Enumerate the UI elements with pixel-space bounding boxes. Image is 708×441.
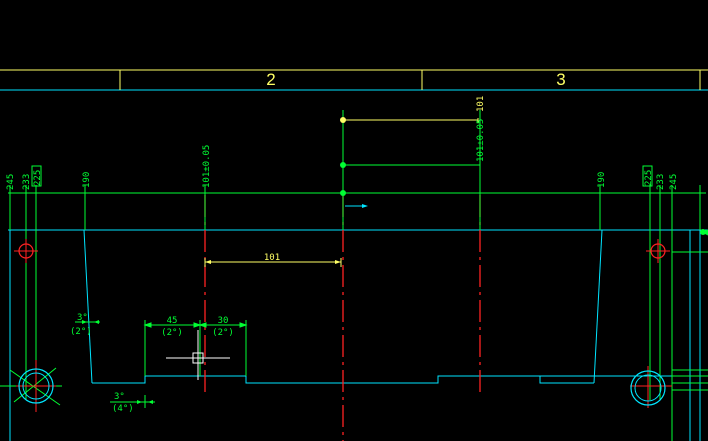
grid-cell-3: 3 xyxy=(556,70,566,89)
dim-30: 30 xyxy=(218,316,229,326)
dim-190-left: 190 xyxy=(82,172,92,188)
baseline-dimension[interactable] xyxy=(8,117,706,208)
dim-245-left: 245 xyxy=(6,174,16,190)
dim-190-right: 190 xyxy=(597,172,607,188)
bolt-hole-icon[interactable] xyxy=(14,239,38,263)
dim-101-top: 101 xyxy=(476,96,486,112)
dim-101-horizontal-group[interactable]: 101 xyxy=(204,253,342,267)
angle-bottom-sub: (4°) xyxy=(112,404,134,414)
right-edge-markers xyxy=(672,229,708,391)
bolt-hole-icon[interactable] xyxy=(0,360,62,412)
dim-101-tol-left: 101±0.05 xyxy=(202,145,212,188)
angle-left: 3° xyxy=(77,313,88,323)
dim-233-right: 233 xyxy=(656,174,666,190)
dim-45-30-group[interactable] xyxy=(143,320,248,376)
left-dimension-texts: 245 233 225 190 101±0.05 xyxy=(6,145,212,190)
center-lines xyxy=(204,195,481,441)
angle-bottom: 3° xyxy=(114,392,125,402)
dim-45: 45 xyxy=(167,316,178,326)
dim-233-left: 233 xyxy=(22,174,32,190)
bolt-hole-icon[interactable] xyxy=(646,239,670,263)
crosshair-pickbox-icon[interactable] xyxy=(166,330,230,380)
top-dimension-texts: 101 101±0.05 xyxy=(476,96,486,162)
grid-header xyxy=(0,69,708,91)
dim-101-tol-right: 101±0.05 xyxy=(476,119,486,162)
dim-225-left: 225 xyxy=(33,170,43,186)
dim-30-sub: (2°) xyxy=(212,328,234,338)
dim-225-right: 225 xyxy=(644,170,654,186)
dim-45-sub: (2°) xyxy=(161,328,183,338)
bolt-hole-icon[interactable] xyxy=(630,366,672,408)
dim-101-horizontal: 101 xyxy=(264,253,280,263)
angle-bottom-group[interactable]: 3° (4°) xyxy=(110,392,155,414)
angle-left-group[interactable]: 3° (2°) xyxy=(70,313,100,337)
grid-cell-2: 2 xyxy=(266,70,276,89)
dim-245-right: 245 xyxy=(669,174,679,190)
right-dimension-texts: 190 225 233 245 xyxy=(597,165,679,190)
angle-left-sub: (2°) xyxy=(70,327,92,337)
